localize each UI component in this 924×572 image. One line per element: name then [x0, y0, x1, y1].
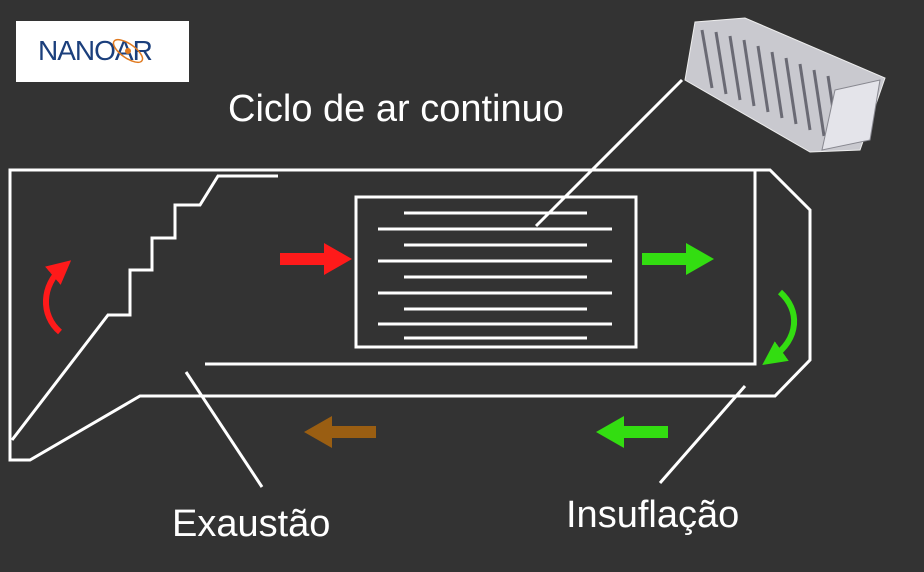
warm-air-inlet-arrow: [280, 243, 352, 275]
intake-curved-arrow: [43, 260, 72, 335]
diagram-title: Ciclo de ar continuo: [228, 88, 564, 130]
supply-label: Insuflação: [566, 494, 740, 536]
supply-callout-line: [658, 385, 747, 484]
exhaust-callout-line: [184, 371, 264, 488]
supply-curved-arrow: [762, 289, 797, 365]
heat-exchanger: [354, 195, 638, 349]
unit-housing-outline: [8, 168, 812, 462]
nanoar-logo: NANOAR: [16, 21, 189, 82]
fresh-air-outlet-arrow: [642, 243, 714, 275]
supply-channel-outline: [205, 170, 757, 366]
exhaust-flow-arrow: [304, 416, 376, 448]
exhaust-label: Exaustão: [172, 503, 331, 545]
logo-atom-icon: [112, 38, 144, 64]
exhaust-duct-steps: [10, 174, 278, 441]
supply-flow-arrow: [596, 416, 668, 448]
heat-exchanger-photo: [684, 17, 886, 153]
exchanger-callout-line: [534, 78, 684, 228]
